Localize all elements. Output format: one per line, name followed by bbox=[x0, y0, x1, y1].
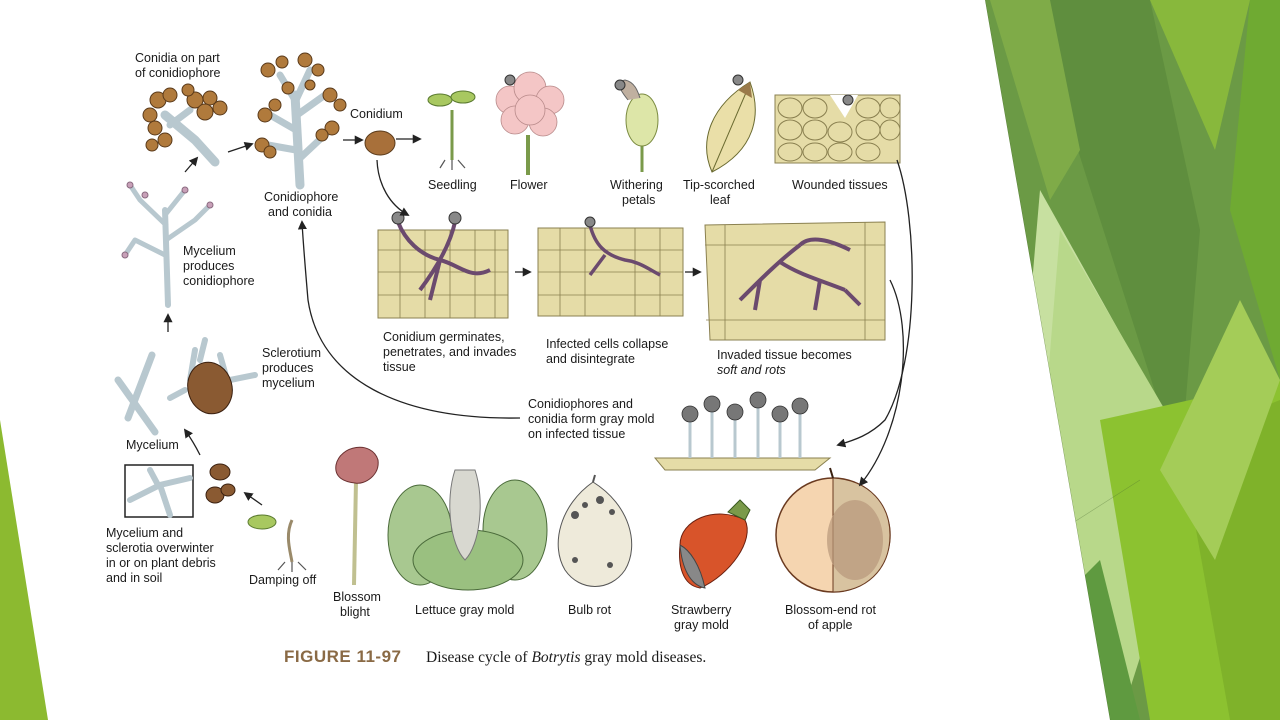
label-gray-mold: Conidiophores and conidia form gray mold… bbox=[528, 397, 658, 441]
apple-illustration bbox=[775, 467, 891, 593]
cycle-arrows bbox=[163, 134, 913, 506]
label-tip-scorched-leaf: Tip-scorched leaf bbox=[683, 178, 758, 207]
label-wounded-tissues: Wounded tissues bbox=[792, 178, 888, 192]
figure-caption: Disease cycle of Botrytis gray mold dise… bbox=[426, 649, 706, 666]
arrow-damping-off-to-sclerotia bbox=[243, 491, 263, 506]
tissue-rot-illustration bbox=[704, 221, 886, 341]
label-blossom-blight: Blossom blight bbox=[333, 590, 384, 619]
gray-mold-illustration bbox=[653, 391, 832, 471]
label-invaded-tissue: Invaded tissue becomes soft and rots bbox=[717, 348, 855, 377]
label-seedling: Seedling bbox=[428, 178, 477, 192]
withering-petals-illustration bbox=[614, 79, 659, 172]
label-bulb-rot: Bulb rot bbox=[568, 603, 612, 617]
flower-illustration bbox=[495, 71, 565, 175]
label-conidium-germinates: Conidium germinates, penetrates, and inv… bbox=[383, 330, 520, 374]
label-damping-off: Damping off bbox=[249, 573, 317, 587]
mycelium-branch-illustration bbox=[121, 181, 214, 308]
label-mycelium: Mycelium bbox=[126, 438, 179, 452]
bulb-illustration bbox=[557, 474, 633, 587]
tissue-collapse-illustration bbox=[537, 216, 684, 317]
label-blossom-end-rot: Blossom-end rot of apple bbox=[785, 603, 880, 632]
label-lettuce-gray-mold: Lettuce gray mold bbox=[415, 603, 514, 617]
conidia-illustration bbox=[142, 83, 228, 167]
label-infected-cells: Infected cells collapse and disintegrate bbox=[546, 337, 672, 366]
overwinter-illustration bbox=[124, 463, 236, 518]
label-strawberry-gray-mold: Strawberry gray mold bbox=[671, 603, 735, 632]
conidiophore-illustration bbox=[254, 52, 347, 190]
damping-off-illustration bbox=[247, 514, 307, 572]
arrow-mycelium-to-conidia bbox=[184, 156, 199, 173]
label-conidium: Conidium bbox=[350, 107, 403, 121]
sclerotium-illustration bbox=[114, 337, 258, 436]
label-sclerotium-produces: Sclerotium produces mycelium bbox=[262, 346, 325, 390]
lettuce-illustration bbox=[387, 469, 548, 591]
label-mycelium-produces: Mycelium produces conidiophore bbox=[183, 244, 255, 288]
arrow-conidia-to-conidiophore bbox=[227, 141, 254, 153]
conidium-spore bbox=[364, 130, 396, 156]
figure-number: FIGURE 11-97 bbox=[284, 647, 402, 666]
label-overwinter: Mycelium and sclerotia overwinter in or … bbox=[106, 526, 219, 585]
label-conidiophore-and-conidia: Conidiophore and conidia bbox=[264, 190, 342, 219]
wounded-tissue-illustration bbox=[774, 94, 901, 164]
arrow-gray-mold-to-conidiophore bbox=[297, 220, 521, 419]
arrow-conidium-to-tissue bbox=[376, 159, 410, 216]
label-flower: Flower bbox=[510, 178, 548, 192]
arrow-overwinter-to-mycelium bbox=[183, 428, 201, 456]
tissue-germination-illustration bbox=[377, 211, 509, 319]
seedling-illustration bbox=[427, 90, 476, 170]
blossom-blight-illustration bbox=[335, 446, 379, 586]
label-withering-petals: Withering petals bbox=[610, 178, 666, 207]
arrow-invaded-to-apple bbox=[858, 279, 905, 487]
leaf-illustration bbox=[706, 74, 756, 173]
strawberry-illustration bbox=[679, 499, 751, 589]
label-conidia-on-part: Conidia on part of conidiophore bbox=[135, 51, 223, 80]
